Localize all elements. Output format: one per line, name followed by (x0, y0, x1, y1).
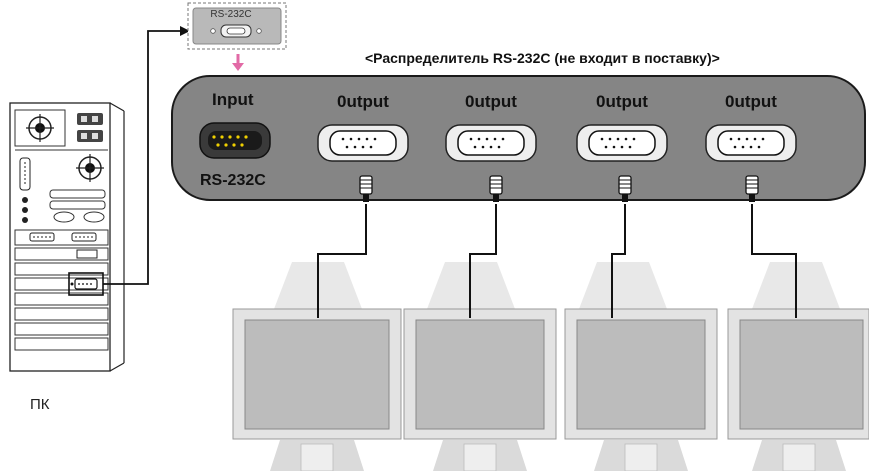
cable-plugs (359, 175, 759, 202)
cable-plug (618, 175, 632, 202)
pink-down-arrow (232, 54, 244, 71)
output-port (576, 124, 668, 162)
output-label: 0utput (337, 92, 389, 111)
input-port-label: RS-232C (200, 172, 266, 189)
splitter-title: <Распределитель RS-232C (не входит в пос… (365, 50, 720, 66)
monitors-group (232, 262, 869, 471)
input-label: Input (212, 90, 254, 109)
monitor (727, 262, 869, 471)
rs232c-splitter-box (171, 75, 866, 201)
pc-to-adapter-cable (103, 26, 190, 285)
output-cables (317, 204, 797, 318)
cable-plug (359, 175, 373, 202)
input-port (199, 122, 271, 159)
cable-plug (489, 175, 503, 202)
rs232c-adapter (187, 2, 287, 50)
output-label: 0utput (725, 92, 777, 111)
output-port (705, 124, 797, 162)
output-label: 0utput (465, 92, 517, 111)
pc-label: ПК (30, 396, 50, 413)
monitor (403, 262, 557, 471)
output-port (317, 124, 409, 162)
monitor (564, 262, 718, 471)
cable-plug (745, 175, 759, 202)
output-port (445, 124, 537, 162)
adapter-label: RS-232C (210, 9, 252, 20)
pc-tower-illustration (9, 102, 125, 372)
output-label: 0utput (596, 92, 648, 111)
